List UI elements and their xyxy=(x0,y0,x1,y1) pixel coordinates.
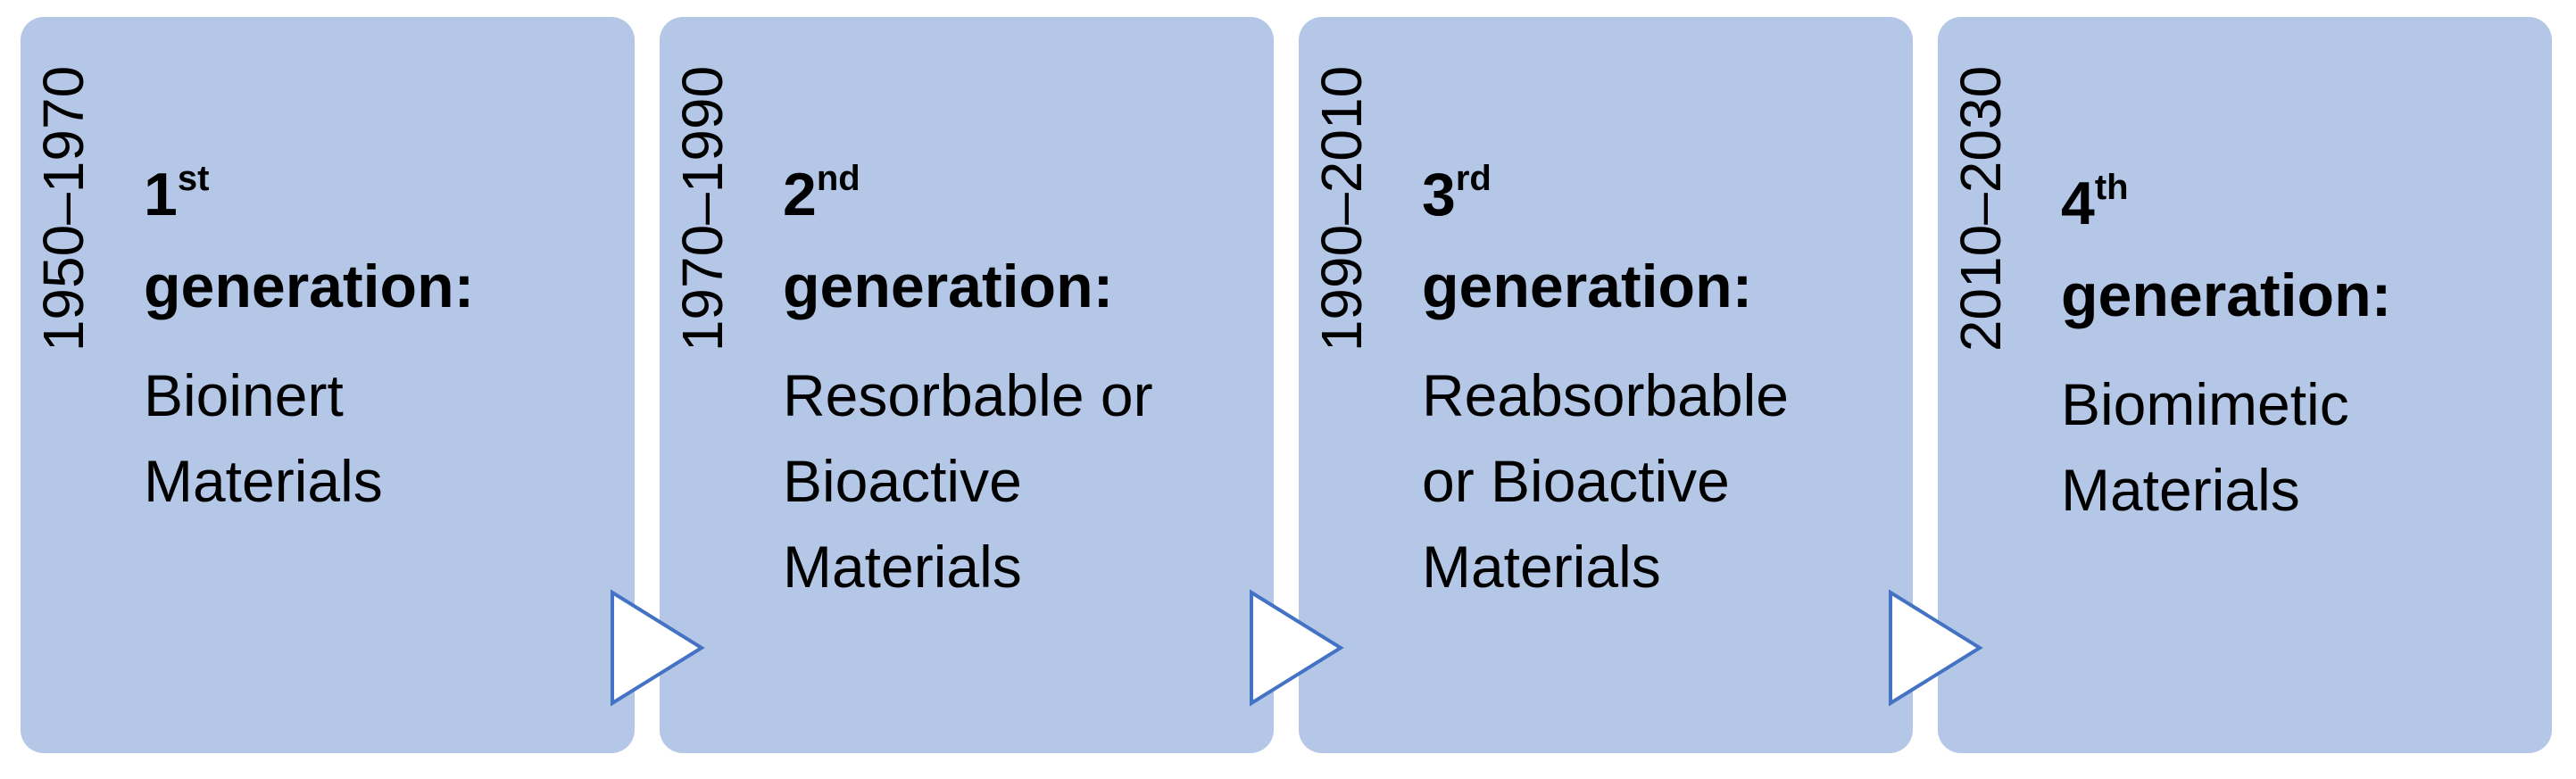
stage-description-line: Materials xyxy=(1422,534,1661,600)
stage-years-3: 1990–2010 xyxy=(1309,37,1374,381)
stage-ordinal-suffix-3: rd xyxy=(1455,159,1492,198)
stage-description-line: Bioinert xyxy=(144,362,344,428)
stage-ordinal-number-1: 1 xyxy=(144,161,178,228)
stage-card-1: 1950–1970 1st generation: Bioinert Mater… xyxy=(21,17,635,753)
stage-content-1: 1st generation: Bioinert Materials xyxy=(144,161,626,524)
stage-card-3: 1990–2010 3rd generation: Reabsorbable o… xyxy=(1299,17,1913,753)
stage-content-2: 2nd generation: Resorbable or Bioactive … xyxy=(783,161,1265,609)
stage-ordinal-4: 4th xyxy=(2061,170,2543,240)
stage-ordinal-number-2: 2 xyxy=(783,161,817,228)
stage-ordinal-suffix-4: th xyxy=(2094,168,2129,207)
stage-description-line: Materials xyxy=(144,448,383,514)
stage-card-4: 2010–2030 4th generation: Biomimetic Mat… xyxy=(1938,17,2552,753)
stage-generation-label-3: generation: xyxy=(1422,253,1753,320)
stage-ordinal-suffix-2: nd xyxy=(816,159,860,198)
stage-description-line: Bioactive xyxy=(783,448,1022,514)
stage-ordinal-number-3: 3 xyxy=(1422,161,1456,228)
stage-description-line: or Bioactive xyxy=(1422,448,1730,514)
right-triangle-arrow-icon xyxy=(611,589,705,707)
stage-ordinal-suffix-1: st xyxy=(177,159,210,198)
stage-generation-label-1: generation: xyxy=(144,253,475,320)
stage-years-1: 1950–1970 xyxy=(31,37,96,381)
stage-description-line: Materials xyxy=(2061,457,2300,523)
stage-ordinal-3: 3rd xyxy=(1422,161,1904,231)
stage-generation-label-4: generation: xyxy=(2061,261,2392,329)
stage-years-label-2: 1970–1990 xyxy=(670,65,735,352)
stage-years-label-1: 1950–1970 xyxy=(31,65,96,352)
stage-description-1: Bioinert Materials xyxy=(144,352,626,524)
stage-years-label-3: 1990–2010 xyxy=(1309,65,1374,352)
stage-content-3: 3rd generation: Reabsorbable or Bioactiv… xyxy=(1422,161,1904,609)
stage-years-4: 2010–2030 xyxy=(1949,37,2013,381)
stage-content-4: 4th generation: Biomimetic Materials xyxy=(2061,170,2543,533)
right-triangle-arrow-icon xyxy=(1250,589,1344,707)
stage-years-2: 1970–1990 xyxy=(670,37,735,381)
stage-description-line: Materials xyxy=(783,534,1022,600)
stage-generation-label-2: generation: xyxy=(783,253,1114,320)
stage-ordinal-number-4: 4 xyxy=(2061,170,2095,237)
stage-description-3: Reabsorbable or Bioactive Materials xyxy=(1422,352,1904,609)
stage-description-line: Resorbable or xyxy=(783,362,1153,428)
stage-years-label-4: 2010–2030 xyxy=(1949,65,2013,352)
stage-ordinal-2: 2nd xyxy=(783,161,1265,231)
right-triangle-arrow-icon xyxy=(1889,589,1983,707)
stage-description-2: Resorbable or Bioactive Materials xyxy=(783,352,1265,609)
stage-card-2: 1970–1990 2nd generation: Resorbable or … xyxy=(660,17,1274,753)
stage-description-line: Reabsorbable xyxy=(1422,362,1789,428)
stage-description-4: Biomimetic Materials xyxy=(2061,361,2543,533)
stage-ordinal-1: 1st xyxy=(144,161,626,231)
stage-description-line: Biomimetic xyxy=(2061,371,2349,437)
